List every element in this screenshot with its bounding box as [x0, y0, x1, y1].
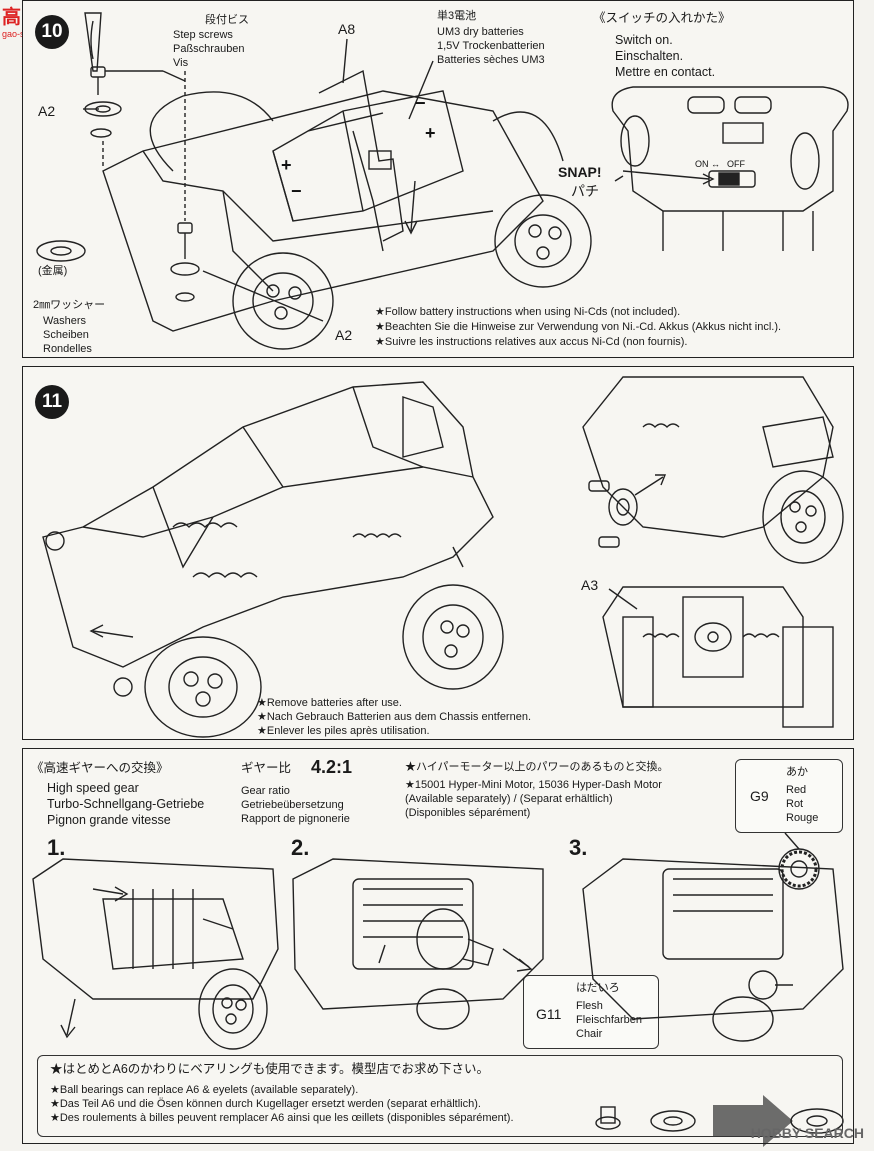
- part-label-a2-left: A2: [38, 103, 56, 119]
- washer-label-en: Washers: [43, 315, 86, 327]
- part-label-a2-bottom: A2: [335, 327, 353, 343]
- bearing-note-box: ★はとめとA6のかわりにベアリングも使用できます。模型店でお求め下さい。 ★Ba…: [37, 1055, 843, 1137]
- gear-illustration: [32, 832, 844, 1147]
- screw-label-de: Paßschrauben: [173, 43, 245, 55]
- gear-ratio-fr: Rapport de pignonerie: [241, 813, 350, 825]
- washer-label-fr: Rondelles: [43, 343, 92, 355]
- gear-ratio-value: 4.2:1: [311, 757, 353, 777]
- battery-label-fr: Batteries sèches UM3: [437, 54, 545, 66]
- step11-badge: 11: [35, 385, 69, 419]
- gear-title-jp: 《高速ギヤーへの交換》: [31, 761, 169, 775]
- screw-label-jp: 段付ビス: [205, 14, 249, 26]
- snap-label-jp: パチ: [571, 183, 599, 199]
- gear-step-1: 1.: [47, 835, 66, 860]
- bearing-note-en: ★Ball bearings can replace A6 & eyelets …: [50, 1084, 359, 1096]
- gear-title-de: Turbo-Schnellgang-Getriebe: [47, 797, 205, 811]
- switch-label-de: Einschalten.: [615, 49, 684, 63]
- gear-step-2: 2.: [291, 835, 310, 860]
- battery-minus-1: −: [291, 181, 302, 201]
- battery-note-fr: ★Suivre les instructions relatives aux a…: [375, 336, 688, 348]
- battery-plus-2: +: [425, 123, 436, 143]
- part-g11-jp: はだいろ: [576, 982, 620, 994]
- switch-arrow-text: ↔: [711, 159, 720, 169]
- part-g9-en: Red: [786, 784, 807, 796]
- switch-label-fr: Mettre en contact.: [615, 65, 716, 79]
- bearing-note-jp: ★はとめとA6のかわりにベアリングも使用できます。模型店でお求め下さい。: [50, 1062, 490, 1076]
- part-g9-fr: Rouge: [786, 812, 819, 824]
- battery-note-en: ★Follow battery instructions when using …: [375, 306, 681, 318]
- hobby-search-watermark: HOBBY SEARCH: [750, 1125, 864, 1141]
- battery-minus-2: −: [415, 93, 426, 113]
- step10-illustration: + − − + ON ↔ OFF: [36, 12, 849, 350]
- bearing-note-de: ★Das Teil A6 und die Ösen können durch K…: [50, 1098, 481, 1110]
- battery-note-de: ★Beachten Sie die Hinweise zur Verwendun…: [375, 321, 782, 333]
- part-label-a3: A3: [581, 577, 599, 593]
- switch-label-en: Switch on.: [615, 33, 673, 47]
- remove-batteries-note-fr: ★Enlever les piles après utilisation.: [257, 725, 430, 737]
- gear-step-3: 3.: [569, 835, 588, 860]
- part-label-a8: A8: [338, 21, 356, 37]
- screw-label-en: Step screws: [173, 29, 233, 41]
- step11-panel: 11 A3 ★Remove batteries after use. ★Nach…: [22, 366, 854, 740]
- gear-ratio-de: Getriebeübersetzung: [241, 799, 344, 811]
- part-g11-fr: Chair: [576, 1028, 603, 1040]
- motor-note-en: ★15001 Hyper-Mini Motor, 15036 Hyper-Das…: [405, 779, 662, 791]
- washer-label-de: Scheiben: [43, 329, 89, 341]
- screw-label-fr: Vis: [173, 57, 189, 69]
- motor-note-available: (Available separately) / (Separat erhält…: [405, 793, 613, 805]
- motor-note-fr: (Disponibles séparément): [405, 807, 531, 819]
- gear-title-fr: Pignon grande vitesse: [47, 813, 171, 827]
- battery-plus-1: +: [281, 155, 292, 175]
- battery-label-jp: 単3電池: [437, 10, 477, 22]
- gear-ratio-label-jp: ギヤー比: [241, 761, 292, 775]
- washer-metal-label: (金属): [38, 265, 68, 277]
- remove-batteries-note-de: ★Nach Gebrauch Batterien aus dem Chassis…: [257, 711, 532, 723]
- part-g11-code: G11: [536, 1006, 562, 1022]
- step10-badge: 10: [35, 15, 69, 49]
- part-g9-jp: あか: [786, 766, 808, 778]
- gear-ratio-en: Gear ratio: [241, 785, 290, 797]
- switch-on-text: ON: [695, 159, 709, 169]
- switch-title: 《スイッチの入れかた》: [593, 11, 731, 25]
- step10-panel: 10 段付ビス Step screws Paßschrauben Vis A8 …: [22, 0, 854, 358]
- part-g11-box: G11 はだいろ Flesh Fleischfarben Chair: [523, 975, 659, 1049]
- gear-title-en: High speed gear: [47, 781, 139, 795]
- battery-label-de: 1,5V Trockenbatterien: [437, 40, 545, 52]
- part-g9-box: G9 あか Red Rot Rouge: [735, 759, 843, 833]
- bearing-note-fr: ★Des roulements à billes peuvent remplac…: [50, 1112, 514, 1124]
- motor-note-jp: ★ハイパーモーター以上のパワーのあるものと交換。: [405, 761, 669, 773]
- part-g9-de: Rot: [786, 798, 804, 810]
- part-g9-code: G9: [750, 788, 769, 804]
- remove-batteries-note-en: ★Remove batteries after use.: [257, 697, 402, 709]
- switch-off-text: OFF: [727, 159, 745, 169]
- gear-panel: 《高速ギヤーへの交換》 High speed gear Turbo-Schnel…: [22, 748, 854, 1147]
- snap-label-en: SNAP!: [558, 164, 602, 180]
- battery-label-en: UM3 dry batteries: [437, 26, 524, 38]
- part-g11-en: Flesh: [576, 1000, 603, 1012]
- washer-label-jp: 2㎜ワッシャー: [33, 299, 106, 311]
- part-g11-de: Fleischfarben: [576, 1014, 643, 1026]
- step11-illustration: [42, 376, 844, 738]
